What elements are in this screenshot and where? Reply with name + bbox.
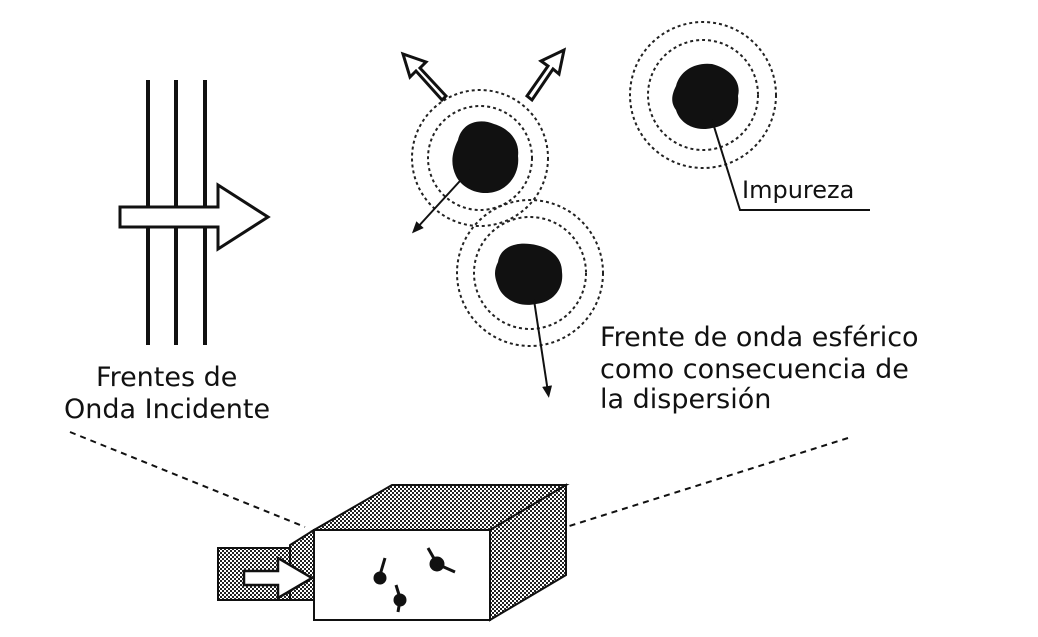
impurity-3	[456, 199, 604, 398]
incident-label-line2: Onda Incidente	[64, 394, 270, 425]
incident-label-line1: Frentes de	[96, 362, 237, 393]
spherical-label-line1: Frente de onda esférico	[600, 322, 919, 353]
impurity-blob-3	[495, 243, 563, 305]
impurity-1	[411, 89, 549, 234]
impurity-2	[629, 21, 870, 211]
scatter-arrow-up-left-icon	[400, 51, 449, 103]
impurity-label: Impureza	[742, 176, 854, 204]
spherical-label-line3: la dispersión	[600, 384, 771, 415]
impurity-blob-1	[452, 121, 519, 194]
crystal-incident-arrow-icon	[242, 555, 315, 601]
zoom-lines	[69, 431, 849, 529]
scatter-arrow-up-right-icon	[524, 47, 567, 103]
crystal-block	[289, 483, 570, 622]
impurity-blob-2	[672, 63, 739, 130]
incident-direction-arrow-icon	[118, 182, 271, 252]
spherical-label-line2: como consecuencia de	[600, 354, 909, 385]
